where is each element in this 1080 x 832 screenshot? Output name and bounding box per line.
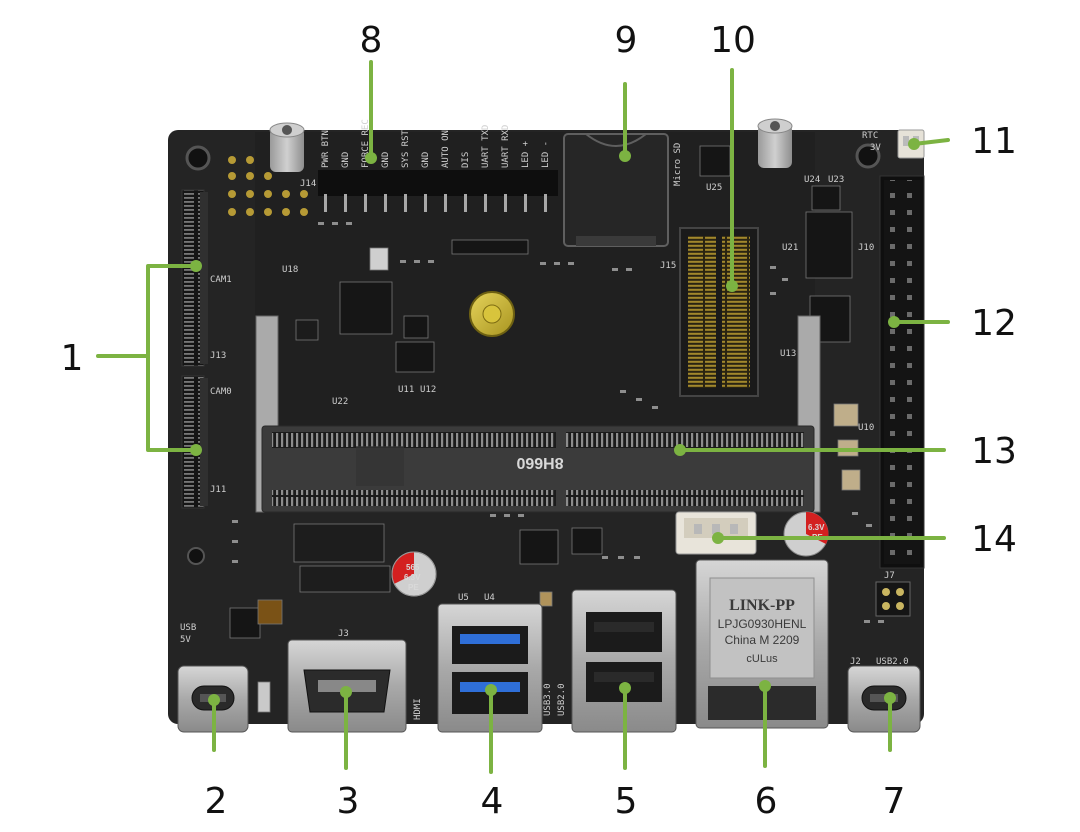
silk-u24: U24	[804, 175, 820, 185]
pin-label-5: GND	[421, 152, 431, 168]
cap-left-line1: 565	[406, 563, 420, 572]
standoff-right	[757, 118, 793, 168]
silk-u22: U22	[332, 397, 348, 407]
silk-rtc: RTC	[862, 131, 878, 141]
callout-13: 13	[971, 431, 1017, 472]
rj45-markings: LINK-PP LPJG0930HENL China M 2209 cULus	[718, 597, 807, 665]
silk-rtc-voltage: 3V	[870, 143, 881, 153]
button-pin-header: PWR BTN GND FORCE REC GND SYS RST GND AUTO ON D…	[318, 119, 558, 212]
pin-label-10: LED +	[521, 140, 531, 168]
pin-label-11: LED -	[541, 141, 551, 168]
pin-label-7: DIS	[461, 152, 471, 168]
camera-connectors	[181, 189, 208, 509]
ethernet-rj45-port	[695, 559, 829, 729]
pin-label-6: AUTO ON	[441, 130, 451, 168]
rj45-model: LPJG0930HENL	[718, 617, 807, 631]
callout-10: 10	[710, 20, 756, 61]
silk-usb2: USB2.0	[557, 683, 567, 716]
mounting-hole-top-left	[185, 145, 211, 171]
silk-j3: J3	[338, 629, 349, 639]
silk-u23: U23	[828, 175, 844, 185]
brass-standoff-center	[469, 291, 515, 337]
pin-label-9: UART RXD	[501, 125, 511, 168]
silk-microsd: Micro SD	[673, 143, 683, 186]
pin-label-8: UART TXD	[481, 125, 491, 168]
pin-header-labels: PWR BTN GND FORCE REC GND SYS RST GND AUTO ON D…	[321, 119, 551, 168]
m2-slot	[679, 227, 759, 397]
callout-1: 1	[61, 338, 84, 379]
electrolytic-capacitor-right	[783, 511, 829, 557]
header-j7	[875, 581, 911, 617]
silk-u21: U21	[782, 243, 798, 253]
usb-c-device-port	[847, 665, 921, 733]
pin-label-3: GND	[381, 152, 391, 168]
silk-u10: U10	[858, 423, 874, 433]
callout-7: 7	[883, 781, 906, 822]
silk-j13: J13	[210, 351, 226, 361]
rj45-brand: LINK-PP	[729, 597, 795, 614]
silk-j7: J7	[884, 571, 895, 581]
usb2-port-stack	[571, 589, 677, 733]
silk-hdmi: HDMI	[413, 698, 423, 720]
silk-u12: U12	[420, 385, 436, 395]
silk-usb2-right: USB2.0	[876, 657, 909, 667]
silk-j11: J11	[210, 485, 226, 495]
microsd-slot	[563, 133, 669, 247]
silk-j10: J10	[858, 243, 874, 253]
rj45-cert: cULus	[746, 653, 778, 665]
callout-12: 12	[971, 303, 1017, 344]
silk-j2: J2	[850, 657, 861, 667]
smd-components	[229, 145, 861, 713]
cap-left-line2: 6.3V	[404, 573, 421, 582]
silk-u11: U11	[398, 385, 414, 395]
standoff-left	[269, 122, 305, 172]
callout-14: 14	[971, 519, 1017, 560]
silk-u18: U18	[282, 265, 298, 275]
silk-u25: U25	[706, 183, 722, 193]
callout-3: 3	[337, 781, 360, 822]
silk-cam1: CAM1	[210, 275, 232, 285]
callout-5: 5	[615, 781, 638, 822]
silk-usb3: USB3.0	[543, 683, 553, 716]
silk-u5: U5	[458, 593, 469, 603]
callout-2: 2	[205, 781, 228, 822]
callout-labels: 1 2 3 4 5 6 7 8 9 10 11 12 13 14	[61, 20, 1017, 822]
leader-1	[96, 264, 198, 452]
mounting-hole-bottom-left	[187, 547, 205, 565]
pin-label-4: SYS RST	[401, 129, 411, 168]
passive-components	[232, 222, 884, 623]
silk-usb-left: USB	[180, 623, 196, 633]
callout-4: 4	[481, 781, 504, 822]
callout-6: 6	[755, 781, 778, 822]
electrolytic-capacitor-left	[391, 551, 437, 597]
mounting-hole-top-right	[855, 143, 881, 169]
silk-usb-left-voltage: 5V	[180, 635, 191, 645]
leader-lines	[96, 60, 950, 774]
leader-dots	[190, 138, 920, 706]
silk-cam0: CAM0	[210, 387, 232, 397]
callout-11: 11	[971, 121, 1017, 162]
silk-u4: U4	[484, 593, 495, 603]
gpio-40pin-header	[879, 175, 925, 569]
pin-label-2: FORCE REC	[361, 119, 371, 168]
callout-8: 8	[360, 20, 383, 61]
silk-u13: U13	[780, 349, 796, 359]
cap-left-line3: PE	[408, 583, 419, 592]
pin-label-0: PWR BTN	[321, 130, 331, 168]
callout-9: 9	[615, 20, 638, 61]
silk-j15: J15	[660, 261, 676, 271]
cap-right-line1: 6.3V	[808, 523, 825, 532]
silk-slot-code: 8H660	[516, 454, 563, 471]
pin-label-1: GND	[341, 152, 351, 168]
silk-j14: J14	[300, 179, 316, 189]
rj45-origin: China M 2209	[725, 633, 800, 647]
test-pad-grid	[228, 156, 308, 216]
